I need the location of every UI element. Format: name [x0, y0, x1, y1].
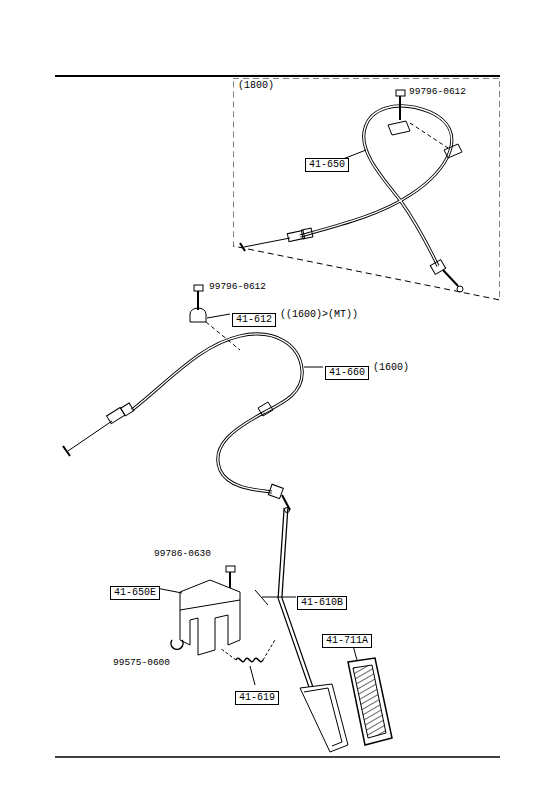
part-number: 41-610B [297, 596, 347, 610]
pedal-pad [348, 642, 392, 745]
part-number-box: 41-650 [305, 153, 350, 167]
variant-note: (1600) [373, 362, 409, 374]
cable-1800 [240, 90, 463, 292]
part-number: 41-650 [305, 158, 349, 172]
pedal-arm [255, 508, 348, 753]
part-number-box: 41-619 [235, 686, 280, 700]
top-rule [55, 75, 500, 77]
pedal-bracket [151, 566, 240, 655]
variant-heading: (1800) [238, 80, 274, 92]
variant-note: ((1600)>(MT)) [280, 309, 358, 321]
part-number-box: 41-610B [297, 591, 348, 605]
part-number-box: 41-711A [322, 629, 373, 643]
part-number-box: 41-660(1600) [325, 361, 370, 375]
fastener-number: 99786-0630 [153, 548, 212, 559]
fastener-number: 99796-0612 [208, 281, 267, 292]
fastener-number: 99796-0612 [408, 86, 467, 97]
variant-region: (1800) 41-650 [233, 78, 500, 302]
fastener-number: 99575-0600 [112, 657, 171, 668]
bottom-rule [55, 756, 500, 758]
part-number-box: 41-612((1600)>(MT)) [232, 308, 277, 322]
region-outline [233, 78, 500, 302]
part-number: 41-612 [232, 313, 276, 327]
return-spring [220, 640, 275, 685]
dashed-outline [233, 78, 500, 300]
part-number: 41-650E [110, 586, 160, 600]
part-number-box: 41-650E [110, 581, 161, 595]
part-number: 41-619 [235, 691, 279, 705]
part-number: 41-711A [322, 634, 372, 648]
part-number: 41-660 [325, 366, 369, 380]
